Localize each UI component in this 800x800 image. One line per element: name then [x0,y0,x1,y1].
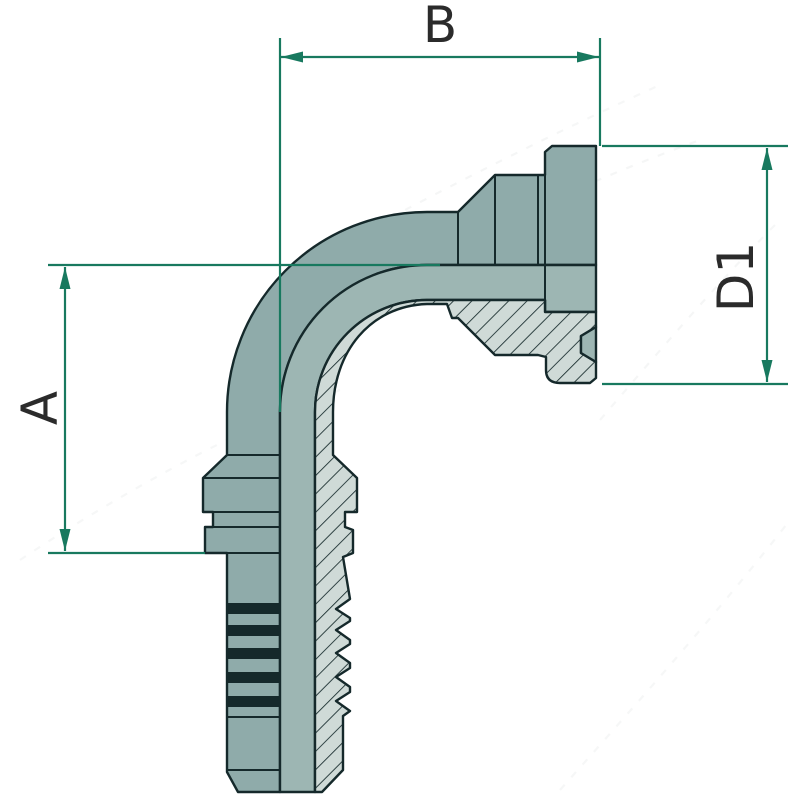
dim-d1-label: D1 [707,242,765,312]
dim-a-arrow-top-icon [59,267,71,289]
barb-grooves [227,603,280,707]
dim-d1-arrow-bottom-icon [761,360,773,382]
dim-b-label: B [423,0,457,54]
dimension-b: B [278,0,602,412]
detail-edges [203,175,546,771]
dim-b-arrow-right-icon [577,51,599,63]
oring-groove [579,325,598,364]
dim-d1-arrow-top-icon [761,148,773,170]
dim-a-label: A [11,391,69,425]
dim-a-arrow-bottom-icon [59,529,71,551]
section-hatch [313,298,598,794]
dimension-d1: D1 [602,144,788,386]
fitting-figure [201,144,598,794]
dim-b-arrow-left-icon [281,51,303,63]
dimension-a: A [11,263,440,555]
